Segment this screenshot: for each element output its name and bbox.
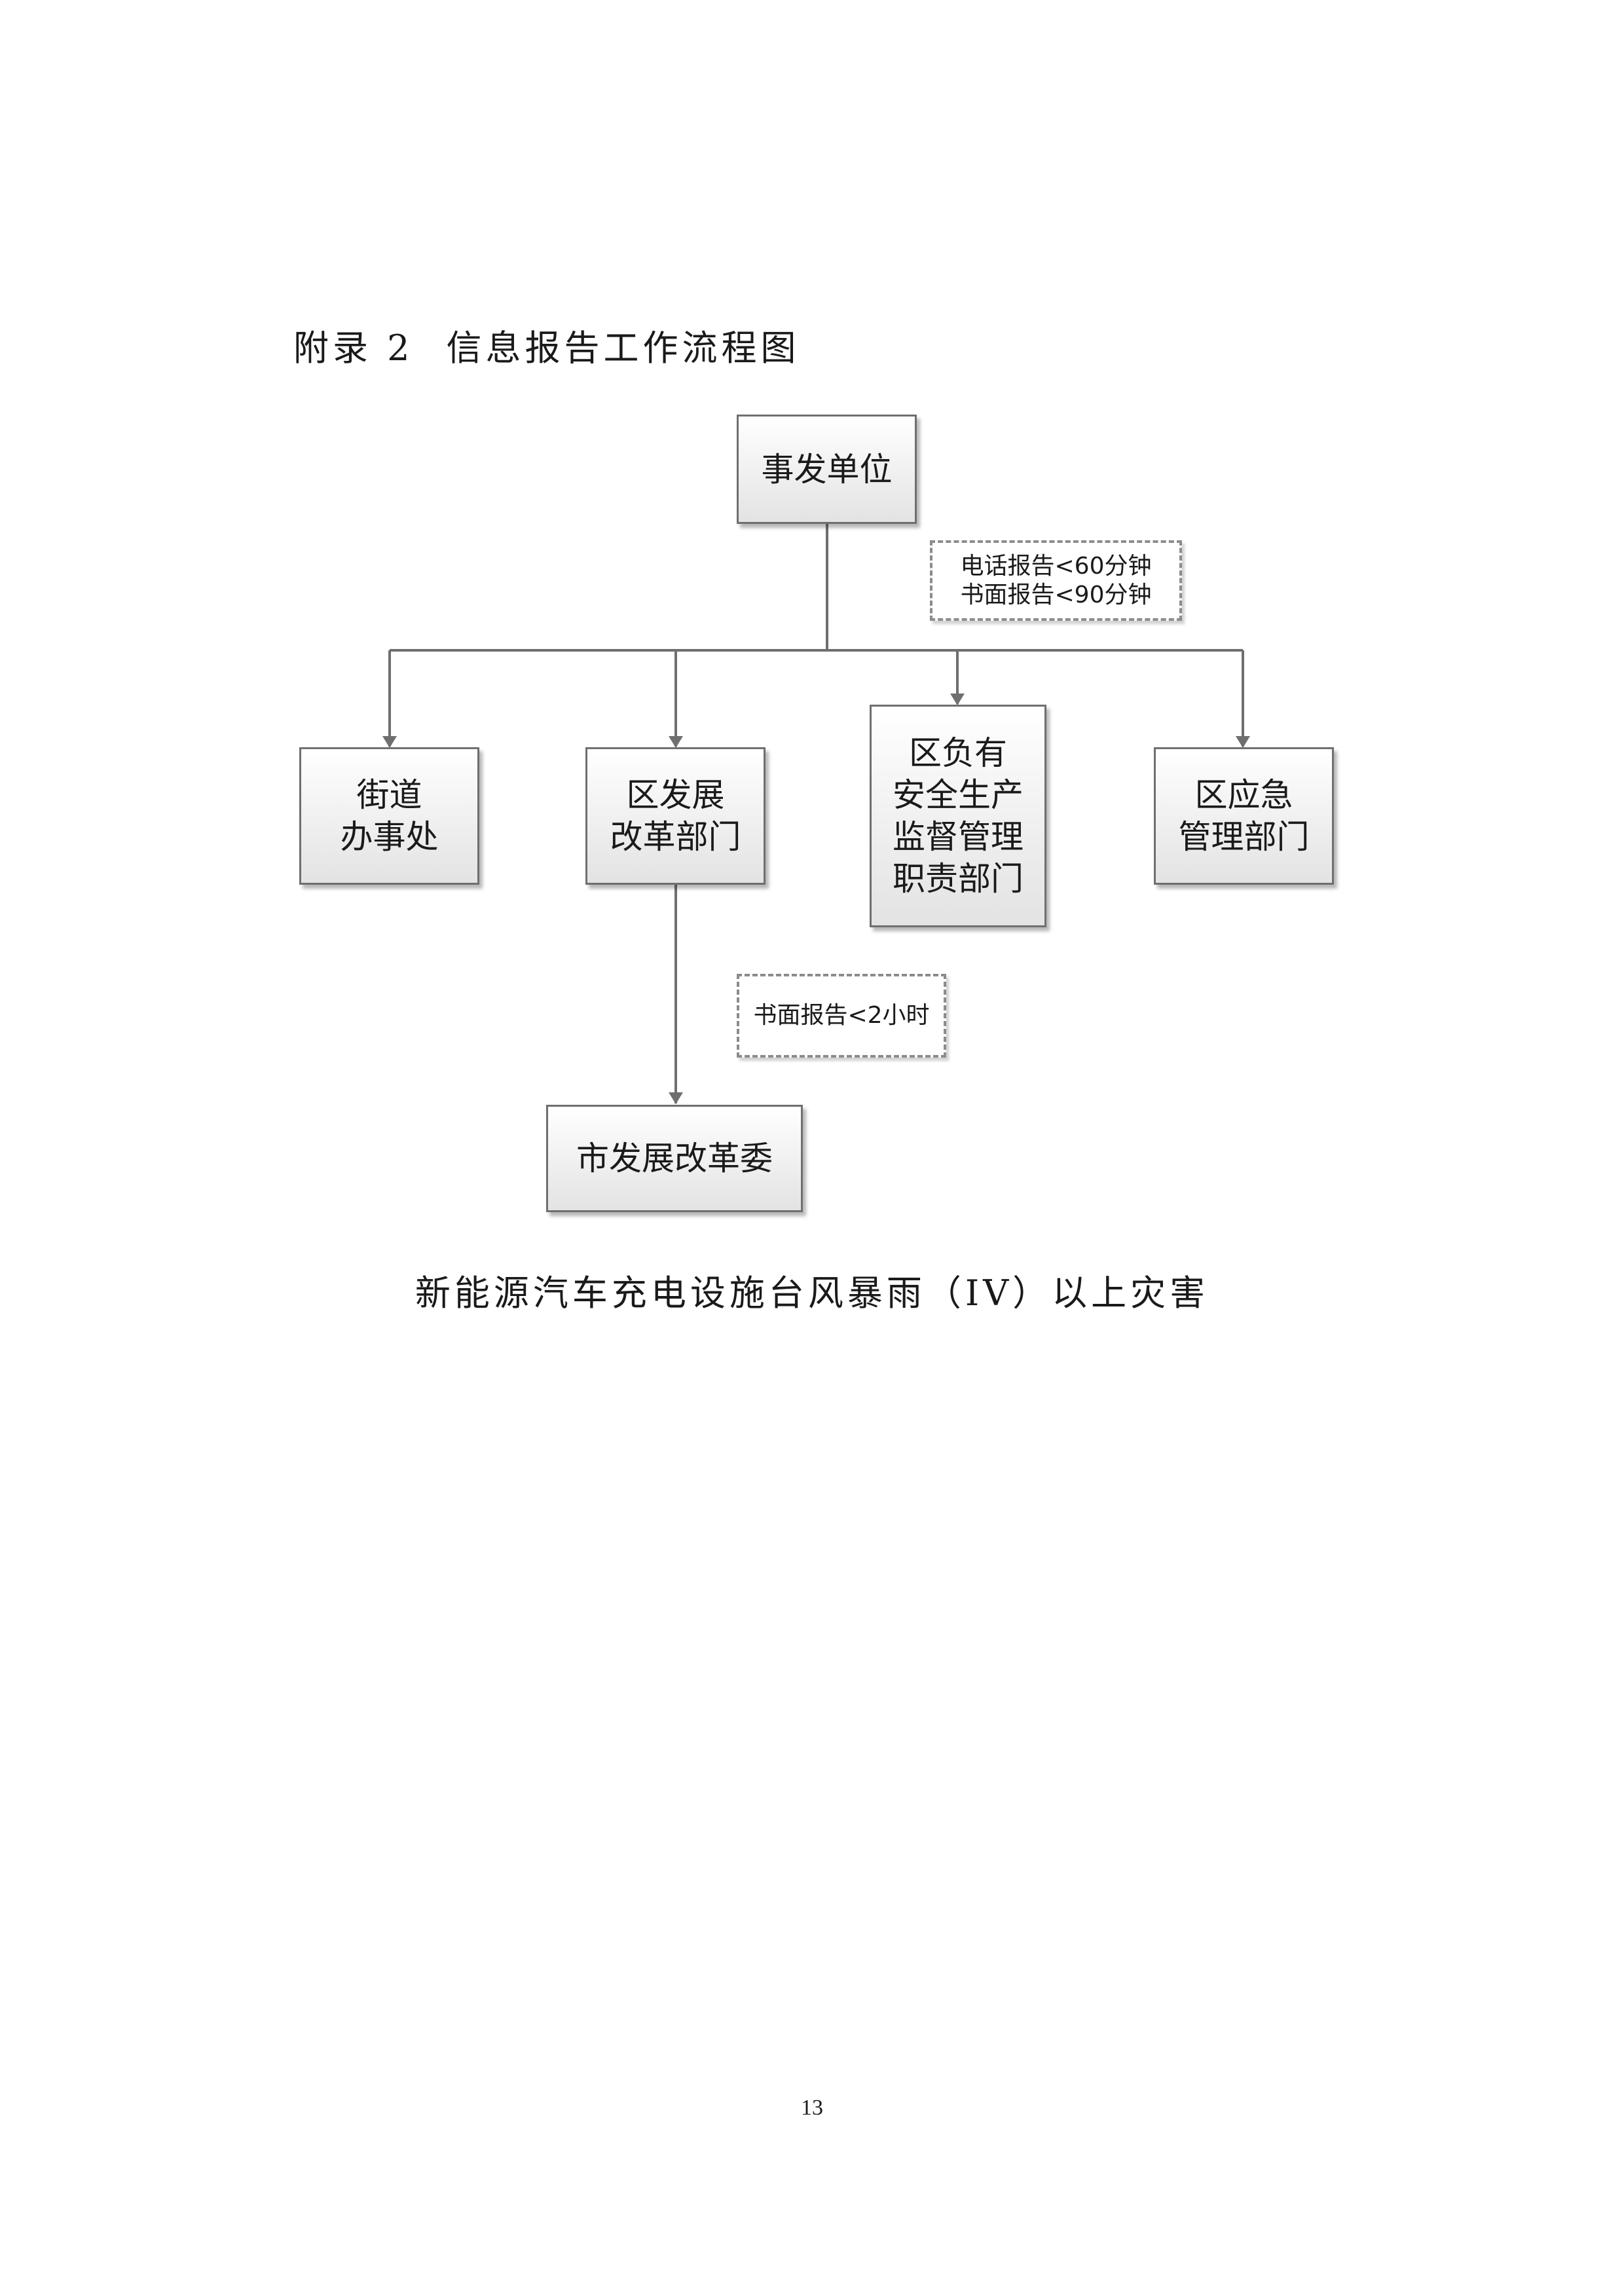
flowchart-caption: 新能源汽车充电设施台风暴雨（IV）以上灾害 bbox=[415, 1272, 1209, 1314]
arrowhead-city-reform bbox=[669, 1092, 683, 1104]
arrowhead-safety-dept bbox=[950, 694, 965, 705]
appendix-number: 附录 2 bbox=[293, 327, 414, 369]
node-district-safety-dept: 区负有 安全生产 监督管理 职责部门 bbox=[870, 705, 1046, 927]
node-district-safety-dept-line-4: 职责部门 bbox=[893, 860, 1024, 898]
node-street-office-line-2: 办事处 bbox=[340, 818, 439, 856]
arrowhead-dev-reform bbox=[669, 736, 683, 748]
arrowhead-emergency bbox=[1236, 736, 1250, 748]
note-report-time-2: 书面报告<2小时 bbox=[737, 974, 946, 1058]
node-street-office-line-1: 街道 bbox=[356, 776, 422, 814]
node-city-dev-reform: 市发展改革委 bbox=[546, 1105, 803, 1212]
note-report-time-1: 电话报告<60分钟 书面报告<90分钟 bbox=[930, 540, 1182, 621]
node-district-safety-dept-line-2: 安全生产 bbox=[893, 776, 1024, 814]
node-district-dev-reform-line-1: 区发展 bbox=[626, 776, 725, 814]
node-district-emergency-line-2: 管理部门 bbox=[1178, 818, 1310, 856]
page-number: 13 bbox=[801, 2096, 823, 2120]
node-street-office: 街道 办事处 bbox=[299, 747, 479, 885]
node-incident-unit-label: 事发单位 bbox=[761, 450, 893, 489]
appendix-title: 信息报告工作流程图 bbox=[446, 327, 800, 369]
node-district-safety-dept-line-1: 区负有 bbox=[909, 734, 1007, 772]
page-title: 附录 2 信息报告工作流程图 bbox=[293, 322, 800, 375]
node-district-emergency: 区应急 管理部门 bbox=[1154, 747, 1334, 885]
arrowhead-street-office bbox=[382, 736, 397, 748]
note-line-phone: 电话报告<60分钟 bbox=[960, 552, 1152, 580]
note-line-written: 书面报告<90分钟 bbox=[960, 581, 1152, 608]
node-incident-unit: 事发单位 bbox=[737, 415, 917, 524]
note-line-written-2h: 书面报告<2小时 bbox=[753, 1002, 930, 1029]
node-district-emergency-line-1: 区应急 bbox=[1194, 776, 1293, 814]
node-district-dev-reform: 区发展 改革部门 bbox=[585, 747, 766, 885]
node-district-safety-dept-line-3: 监督管理 bbox=[893, 818, 1024, 856]
node-city-dev-reform-label: 市发展改革委 bbox=[576, 1139, 773, 1177]
node-district-dev-reform-line-2: 改革部门 bbox=[610, 818, 741, 856]
